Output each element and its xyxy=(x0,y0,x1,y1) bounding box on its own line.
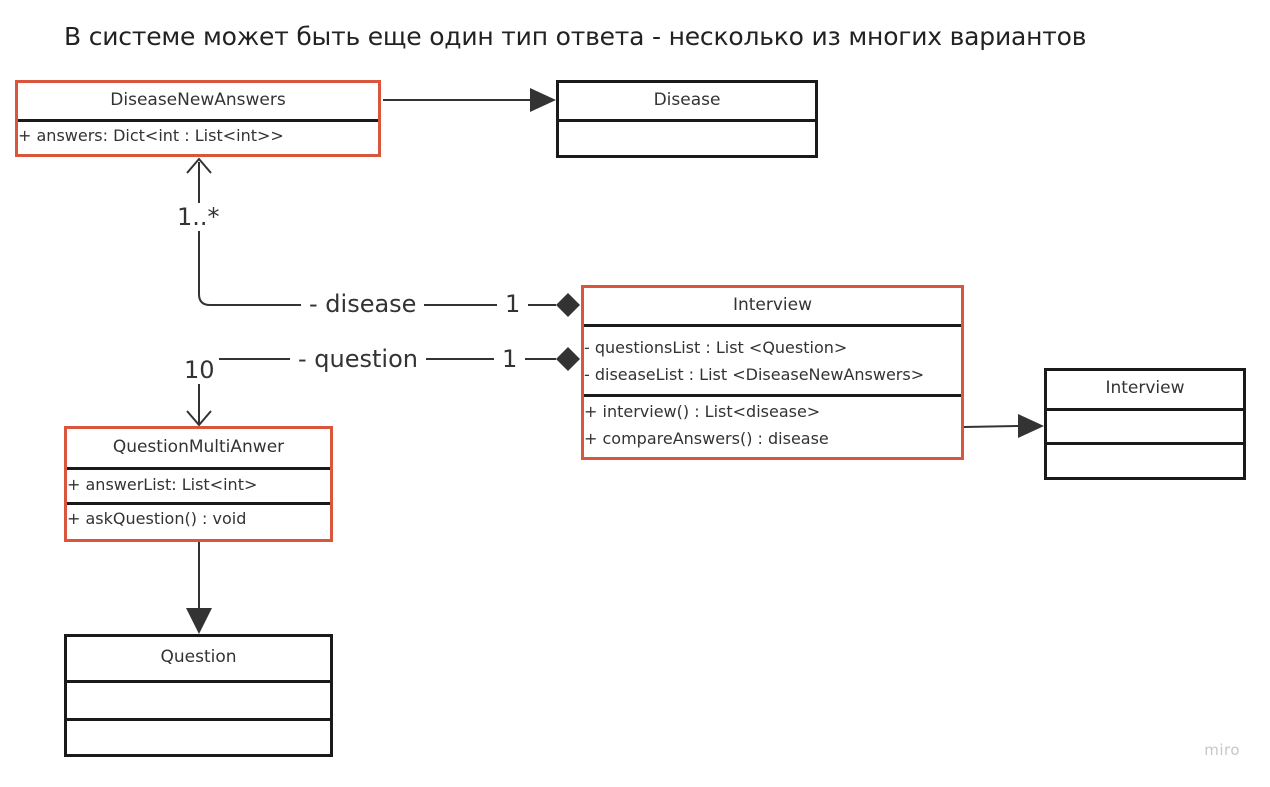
class-name: Question xyxy=(160,647,237,667)
empty-section xyxy=(559,119,815,158)
class-diseasenewanswers[interactable]: DiseaseNewAnswers + answers: Dict<int : … xyxy=(15,80,381,157)
class-name: Interview xyxy=(1105,378,1185,398)
attribute: - diseaseList : List <DiseaseNewAnswers> xyxy=(584,365,925,384)
method: + askQuestion() : void xyxy=(67,509,247,528)
class-question[interactable]: Question xyxy=(64,634,333,757)
question-multiplicity-source: 10 xyxy=(180,356,219,384)
attributes-section: + answerList: List<int> xyxy=(67,467,330,504)
diamond-composition-disease xyxy=(556,293,580,317)
question-role-label: - question xyxy=(290,345,426,373)
empty-section xyxy=(67,680,330,721)
diagram-title: В системе может быть еще один тип ответа… xyxy=(64,22,1087,51)
class-interview[interactable]: Interview - questionsList : List <Questi… xyxy=(581,285,964,460)
attribute: + answerList: List<int> xyxy=(67,475,258,494)
empty-section xyxy=(67,718,330,757)
class-name: Disease xyxy=(653,90,721,110)
class-interview-secondary[interactable]: Interview xyxy=(1044,368,1246,480)
edge-disease-association xyxy=(186,157,580,317)
disease-role-label: - disease xyxy=(301,290,425,318)
methods-section: + askQuestion() : void xyxy=(67,502,330,539)
disease-multiplicity-target: 1 xyxy=(497,290,529,318)
class-disease[interactable]: Disease xyxy=(556,80,818,158)
question-multiplicity-target: 1 xyxy=(494,345,526,373)
method: + compareAnswers() : disease xyxy=(584,429,829,448)
method: + interview() : List<disease> xyxy=(584,402,821,421)
miro-watermark: miro xyxy=(1204,741,1240,759)
attribute: + answers: Dict<int : List<int>> xyxy=(18,126,284,145)
edge-questionmulti-to-question xyxy=(186,542,212,634)
disease-multiplicity-source: 1..* xyxy=(175,203,222,231)
class-questionmultianwer[interactable]: QuestionMultiAnwer + answerList: List<in… xyxy=(64,426,333,542)
edge-diseasenewanswers-to-disease xyxy=(383,88,556,112)
empty-section xyxy=(1047,408,1243,445)
attributes-section: - questionsList : List <Question> - dise… xyxy=(584,324,961,404)
attributes-section: + answers: Dict<int : List<int>> xyxy=(18,119,378,157)
class-name: DiseaseNewAnswers xyxy=(110,90,286,110)
attribute: - questionsList : List <Question> xyxy=(584,338,848,357)
class-name: Interview xyxy=(732,295,813,315)
diamond-composition-question xyxy=(556,347,580,371)
class-name: QuestionMultiAnwer xyxy=(112,437,285,457)
empty-section xyxy=(1047,442,1243,480)
methods-section: + interview() : List<disease> + compareA… xyxy=(584,394,961,458)
edge-interview-to-interview xyxy=(963,414,1044,438)
